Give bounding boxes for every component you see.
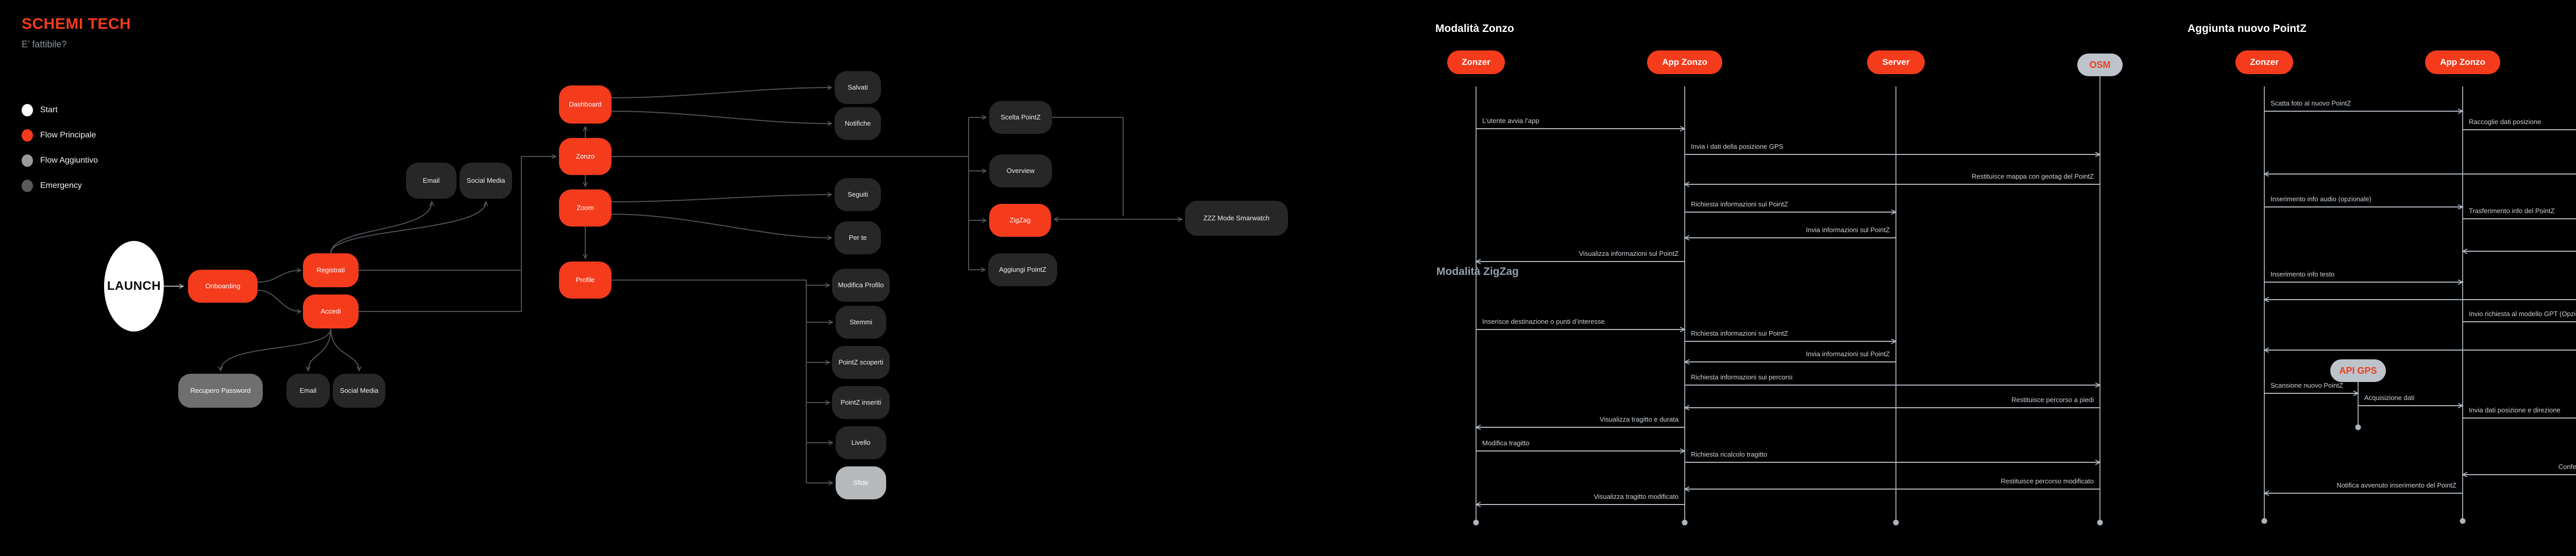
- flow-edge: [1052, 117, 1124, 216]
- seq2-message-label: Invio richiesta al modello GPT (Opzional…: [2469, 310, 2576, 318]
- seq1-message-label: Richiesta informazioni sui PointZ: [1691, 329, 1788, 338]
- flow-edge: [257, 270, 301, 283]
- seq1-message-label: Richiesta informazioni sui percorsi: [1691, 373, 1793, 381]
- seq2-message-label: Inserimento info audio (opzionale): [2270, 195, 2371, 203]
- flow-edge: [257, 290, 301, 311]
- seq1-message-label: Visualizza tragitto e durata: [1600, 415, 1679, 424]
- page-title: SCHEMI TECH: [22, 15, 131, 32]
- legend-item-flow-principale: Flow Principale: [22, 129, 96, 142]
- participant-zonzer: Zonzer: [2235, 50, 2293, 74]
- seq1-message-label: Richiesta ricalcolo tragitto: [1691, 450, 1768, 459]
- participant-app-zonzo: App Zonzo: [1647, 50, 1722, 74]
- legend-dot: [22, 129, 33, 142]
- seq2-message-label: Trascrizione dati Speech to Text: [2469, 239, 2576, 248]
- participant-app-zonzo: App Zonzo: [2425, 50, 2500, 74]
- legend-label: Start: [40, 106, 58, 114]
- seq1-message-label: Invia informazioni sul PointZ: [1806, 350, 1890, 358]
- seq2-message-label: Scansione nuovo PointZ: [2270, 381, 2343, 390]
- flow-node-stemmi: Stemmi: [836, 306, 886, 339]
- seq1-message-label: Restituisce mappa con geotag del PointZ: [1971, 172, 2094, 181]
- seq1-message-label: Visualizza tragitto modificato: [1594, 493, 1679, 501]
- flow-edge: [611, 88, 832, 98]
- flow-node-scelta-pointz: Scelta PointZ: [989, 101, 1052, 134]
- legend-label: Emergency: [40, 181, 82, 190]
- seq2-message-label: Invia dati posizione e direzione: [2469, 406, 2561, 414]
- seq1-section-label: Modalità ZigZag: [1436, 266, 1519, 277]
- flow-node-modifica-profilo: Modifica Profilo: [832, 269, 890, 302]
- flow-node-onboarding: Onboarding: [188, 270, 258, 303]
- seq1-message-label: Richiesta informazioni sul PointZ: [1691, 200, 1788, 208]
- flow-node-pointz-inseriti: PointZ inseriti: [832, 386, 890, 419]
- seq2-message-label: Conferma avvenuto inserimento: [2558, 463, 2576, 471]
- external-note-api-gps: API GPS: [2330, 359, 2386, 382]
- legend-dot: [22, 180, 33, 192]
- page-subtitle: E’ fattibile?: [22, 39, 67, 49]
- seq1-message-label: Invia informazioni sul PointZ: [1806, 226, 1890, 234]
- flow-node-launch: LAUNCH: [104, 241, 164, 332]
- flow-edge: [330, 202, 486, 254]
- seq2-message-label: Scatta foto al nuovo PointZ: [2270, 99, 2351, 108]
- seq2-message-label: Conferma autorizzazione: [2270, 162, 2576, 171]
- legend-item-start: Start: [22, 104, 58, 116]
- seq2-message-label: Inserimento info testo: [2270, 270, 2335, 279]
- flow-edge: [612, 280, 807, 483]
- seq1-message-label: Restituisce percorso modificato: [2001, 477, 2094, 485]
- external-note-osm: OSM: [2077, 54, 2123, 76]
- flow-node-sfide: Sfide: [836, 466, 886, 499]
- flow-edge: [221, 328, 331, 371]
- flow-edge: [330, 328, 359, 371]
- seq1-message-label: Restituisce percorso a piedi: [2011, 396, 2094, 404]
- flow-edge: [611, 195, 832, 202]
- flow-node-salvati: Salvati: [835, 71, 881, 104]
- seq2-message-label: Raccoglie dati posizione: [2469, 118, 2541, 126]
- legend-item-flow-aggiuntivo: Flow Aggiuntivo: [22, 154, 98, 167]
- flow-node-social-login: Social Media: [333, 374, 385, 408]
- flow-node-per-te: Per te: [835, 221, 881, 254]
- legend-dot: [22, 154, 33, 167]
- flow-node-zigzag: ZigZag: [989, 204, 1051, 237]
- seq1-message-label: Modifica tragitto: [1482, 439, 1530, 447]
- flow-node-recupero-password: Recupero Password: [178, 374, 263, 408]
- seq1-message-label: Inserisce destinazione o punti d’interes…: [1482, 318, 1605, 326]
- legend-label: Flow Aggiuntivo: [40, 156, 98, 165]
- flow-node-aggiungi-pointz: Aggiungi PointZ: [988, 253, 1057, 286]
- participant-zonzer: Zonzer: [1447, 50, 1505, 74]
- seq2-message-label: Trasferimento info del PointZ: [2469, 207, 2555, 215]
- flow-edge: [308, 328, 331, 371]
- seq2-message-label: Acquisizione dati: [2364, 394, 2415, 402]
- legend-dot: [22, 104, 33, 116]
- seq1-message-label: Visualizza informazioni sul PointZ: [1579, 250, 1679, 258]
- flow-node-zoom: Zoom: [559, 189, 612, 227]
- flow-node-email-signup: Email: [406, 163, 456, 199]
- seq2-message-label: Conferma Salvataggio: [2270, 288, 2576, 297]
- flow-node-accedi: Accedi: [303, 294, 359, 328]
- flow-node-zonzo: Zonzo: [559, 138, 612, 175]
- seq1-message-label: L’utente avvia l’app: [1482, 117, 1539, 125]
- seq1-message-label: Invia i dati della posizione GPS: [1691, 143, 1784, 151]
- flow-node-pointz-scoperti: PointZ scoperti: [832, 346, 890, 379]
- participant-server: Server: [1867, 50, 1925, 74]
- flow-node-registrati: Registrati: [303, 253, 359, 287]
- flow-edge: [330, 202, 432, 254]
- flow-node-zzz-mode: ZZZ Mode Smarwatch: [1185, 201, 1288, 236]
- flow-node-dashboard: Dashboard: [559, 85, 612, 124]
- flow-node-seguiti: Seguiti: [835, 178, 881, 211]
- flow-node-overview: Overview: [989, 154, 1052, 187]
- flow-edge: [611, 111, 832, 124]
- seq2-title: Aggiunta nuovo PointZ: [2188, 23, 2307, 34]
- legend-item-emergency: Emergency: [22, 180, 82, 192]
- flow-node-livello: Livello: [836, 426, 886, 459]
- flow-edge: [359, 157, 522, 312]
- flow-node-profile: Profile: [559, 262, 612, 299]
- flow-node-notifiche: Notifiche: [835, 107, 881, 140]
- legend-label: Flow Principale: [40, 131, 96, 140]
- flow-node-email-login: Email: [286, 374, 330, 408]
- flow-node-social-signup: Social Media: [460, 163, 512, 199]
- flow-edge: [611, 214, 832, 238]
- seq1-title: Modalità Zonzo: [1435, 23, 1514, 34]
- seq2-message-label: Notifica avvenuto inserimento del PointZ: [2336, 481, 2456, 490]
